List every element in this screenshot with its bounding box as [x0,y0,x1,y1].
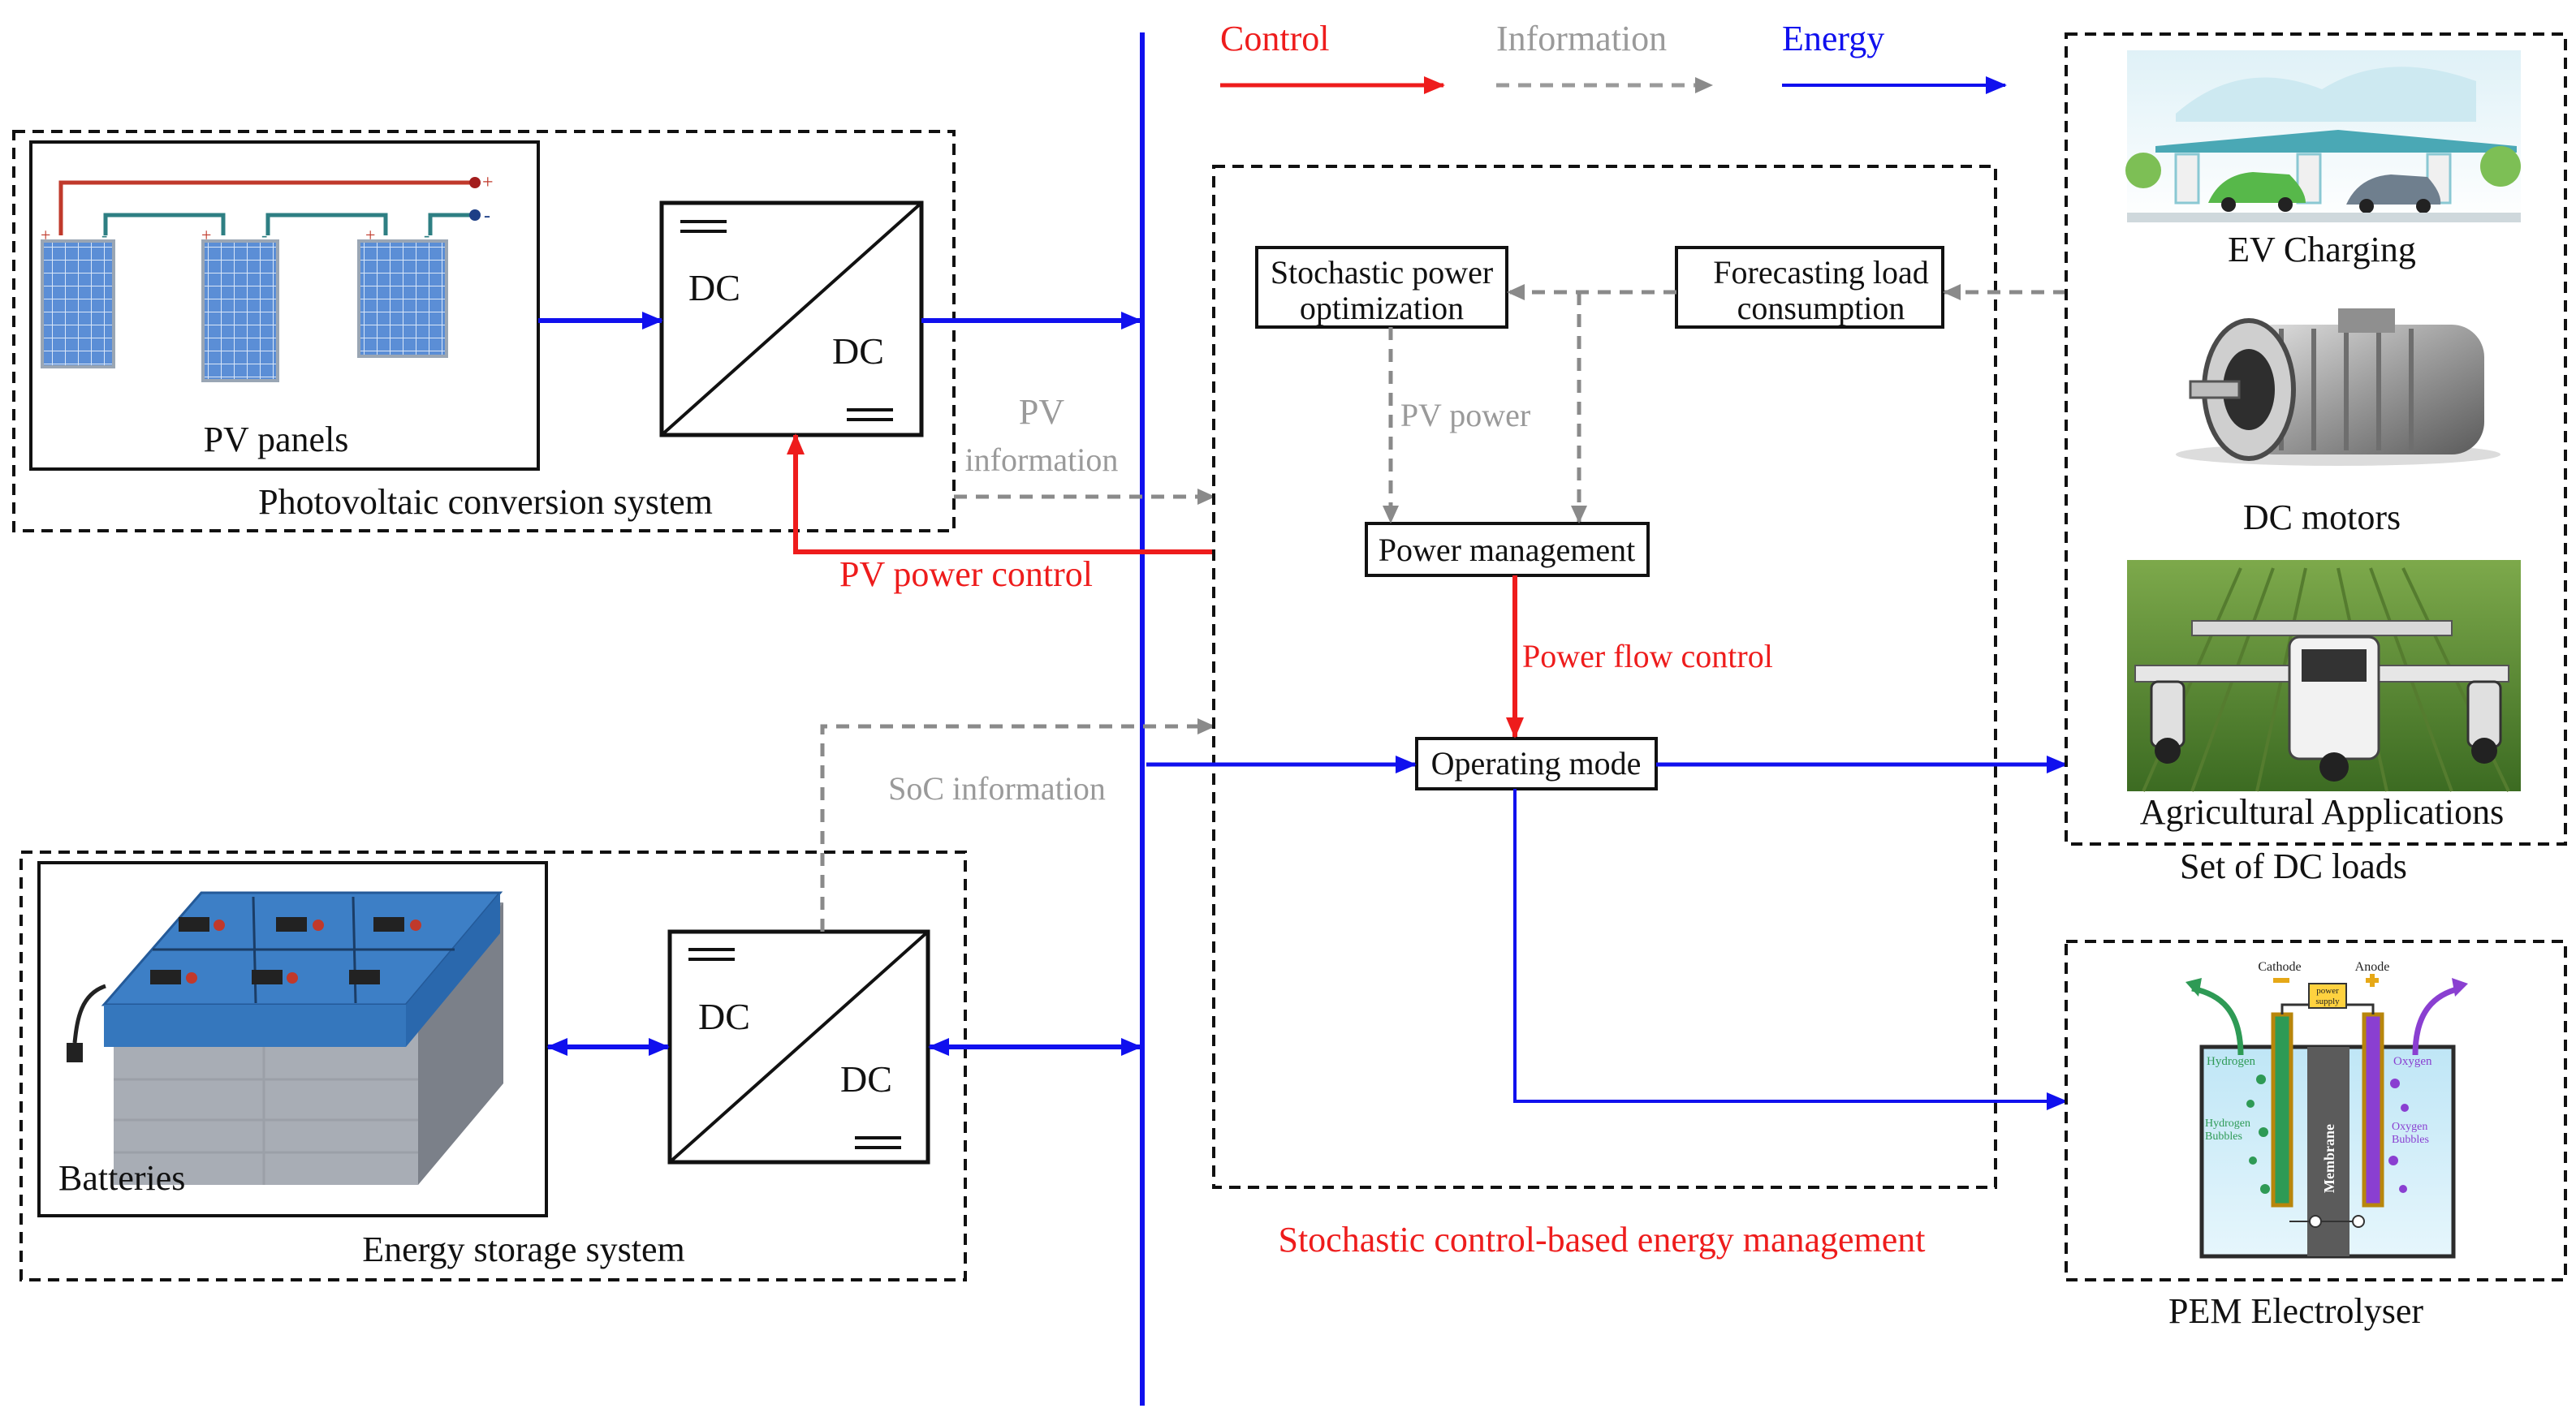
pv-panels-box [29,140,540,471]
legend-energy-label: Energy [1782,19,1884,58]
dc-motors-label: DC motors [2243,497,2401,537]
dc-motor-image [2176,308,2500,466]
hydrogen-label: Hydrogen [2207,1055,2255,1068]
ev-charging-image [2125,50,2521,222]
converter-pv-output-label: DC [832,330,884,372]
svg-text:-: - [101,225,107,245]
converter-storage-input-label: DC [698,996,750,1037]
power-management-label: Power management [1379,532,1636,568]
dc-dc-converter-pv: DC DC [659,200,924,437]
pv-power-label: PV power [1400,397,1530,433]
operating-mode-label: Operating mode [1431,745,1642,782]
dc-loads: EV Charging DC motors [2065,32,2567,886]
oxygen-bubbles-line1: Oxygen [2392,1121,2427,1133]
photovoltaic-conversion-system: + - + - + - + - PV panels Photovoltaic c… [12,130,956,532]
agricultural-robot-image [2127,560,2521,792]
storage-system-label: Energy storage system [362,1230,685,1269]
svg-text:+: + [365,225,375,245]
ev-charging-label: EV Charging [2228,230,2416,269]
pv-wiring [58,180,475,235]
forecasting-load-line1: Forecasting load [1713,254,1929,291]
pv-information-label-line2: information [965,441,1119,478]
svg-text:+: + [201,225,211,245]
agricultural-applications-label: Agricultural Applications [2140,792,2504,832]
legend: Control Information Energy [1220,19,2007,94]
dc-dc-converter-storage: DC DC [667,929,930,1165]
energy-management-system: Stochastic power optimization Forecastin… [1212,165,1997,1260]
pv-terminal-minus: - [484,205,490,226]
electrolyser-boundary [2065,940,2567,1281]
forecasting-load-line2: consumption [1737,290,1905,326]
operating-mode-to-electrolyser-arrow [1513,789,2068,1110]
pv-system-boundary [12,130,956,532]
converter-storage-output-label: DC [840,1058,892,1100]
hydrogen-bubbles-line2: Bubbles [2205,1131,2242,1143]
power-supply-line2: supply [2315,997,2340,1006]
ems-boundary [1212,165,1997,1189]
battery-pack-icon [67,891,503,1185]
hydrogen-bubbles-line1: Hydrogen [2205,1118,2250,1130]
forecasting-load-box [1675,246,1944,329]
pv-system-label: Photovoltaic conversion system [258,482,713,522]
pv-terminal-plus: + [482,172,494,193]
stochastic-optimization-line1: Stochastic power [1271,254,1493,291]
converter-pv-input-label: DC [688,267,740,308]
pv-panel-icon: + - [41,225,115,368]
svg-text:-: - [261,225,267,245]
oxygen-label: Oxygen [2393,1055,2432,1068]
electrolyser-diagram: Membrane power supply Cathode Anode Hydr… [2186,960,2468,1259]
svg-text:-: - [424,225,429,245]
pv-panels-label: PV panels [204,420,349,459]
power-management-box [1365,522,1650,577]
pv-panel-icon: + - [201,225,279,382]
pv-negative-terminal-icon [469,209,481,221]
cathode-label: Cathode [2258,960,2301,974]
svg-text:+: + [41,225,50,245]
legend-information-label: Information [1496,19,1667,58]
membrane-label: Membrane [2321,1124,2337,1193]
power-supply-line1: power [2316,986,2339,996]
pv-positive-terminal-icon [469,177,481,188]
dc-loads-set-label: Set of DC loads [2180,846,2407,886]
pem-electrolyser-label: PEM Electrolyser [2168,1291,2423,1331]
pem-electrolyser: Membrane power supply Cathode Anode Hydr… [2065,940,2567,1331]
dc-loads-boundary [2065,32,2567,846]
pv-information-label-line1: PV [1019,392,1064,432]
soc-information-arrow [820,718,1215,932]
power-flow-control-label: Power flow control [1522,638,1773,674]
oxygen-bubbles-line2: Bubbles [2392,1134,2429,1146]
storage-system-boundary [19,851,967,1281]
anode-label: Anode [2355,960,2390,974]
batteries-label: Batteries [58,1158,185,1198]
energy-storage-system: Batteries Energy storage system [19,851,967,1281]
pv-power-control-arrow [787,433,1214,554]
pv-power-control-label: PV power control [839,554,1093,594]
ems-caption: Stochastic control-based energy manageme… [1278,1220,1925,1260]
stochastic-optimization-line2: optimization [1300,290,1464,326]
soc-information-label: SoC information [888,770,1106,807]
legend-control-label: Control [1220,19,1329,58]
pv-panel-icon: + - [357,225,448,358]
